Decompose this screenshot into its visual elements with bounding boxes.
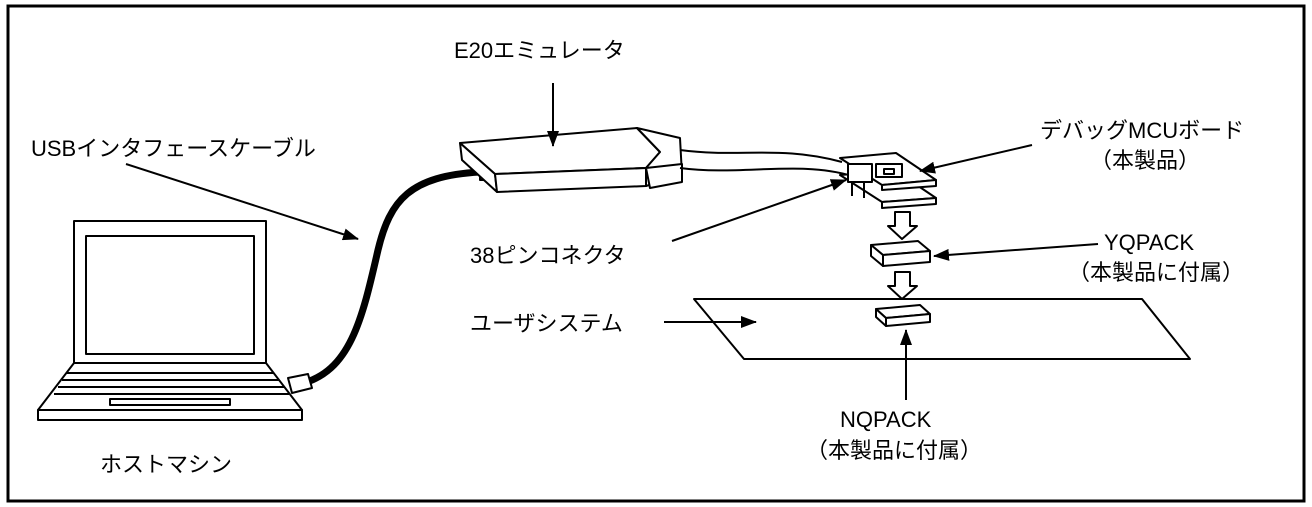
emulator-ribbon-cable-lower (679, 167, 853, 177)
emulator-ribbon-cable (679, 149, 843, 163)
nqpack-note: （本製品に付属） (806, 438, 982, 463)
yqpack-pointer (933, 243, 1099, 261)
host-machine-laptop (37, 220, 303, 421)
user-system-label: ユーザシステム (470, 311, 623, 336)
yqpack-note: （本製品に付属） (1068, 260, 1244, 285)
debug-board-note: （本製品） (1090, 148, 1200, 173)
debug-board-pointer (919, 144, 1033, 174)
mount-down-arrow-1 (887, 211, 918, 240)
host-machine-label: ホストマシン (100, 452, 232, 477)
user-system-board (693, 298, 1191, 360)
nqpack (875, 304, 931, 327)
mount-down-arrow-2 (887, 271, 918, 300)
yqpack (870, 240, 931, 267)
nqpack-label: NQPACK (840, 407, 932, 432)
38-pin-connector-label: 38ピンコネクタ (470, 243, 626, 268)
e20-emulator (459, 127, 683, 193)
usb-cable-pointer (125, 163, 359, 241)
diagram-border (6, 4, 1306, 503)
yqpack-label: YQPACK (1104, 230, 1194, 255)
usb-interface-cable (287, 159, 501, 394)
38-pin-connector (847, 163, 873, 183)
usb-cable-label: USBインタフェースケーブル (31, 136, 316, 161)
e20-emulator-label: E20エミュレータ (454, 38, 625, 63)
debug-board-label: デバッグMCUボード (1040, 118, 1244, 143)
38-pin-connector-pointer (671, 179, 847, 242)
